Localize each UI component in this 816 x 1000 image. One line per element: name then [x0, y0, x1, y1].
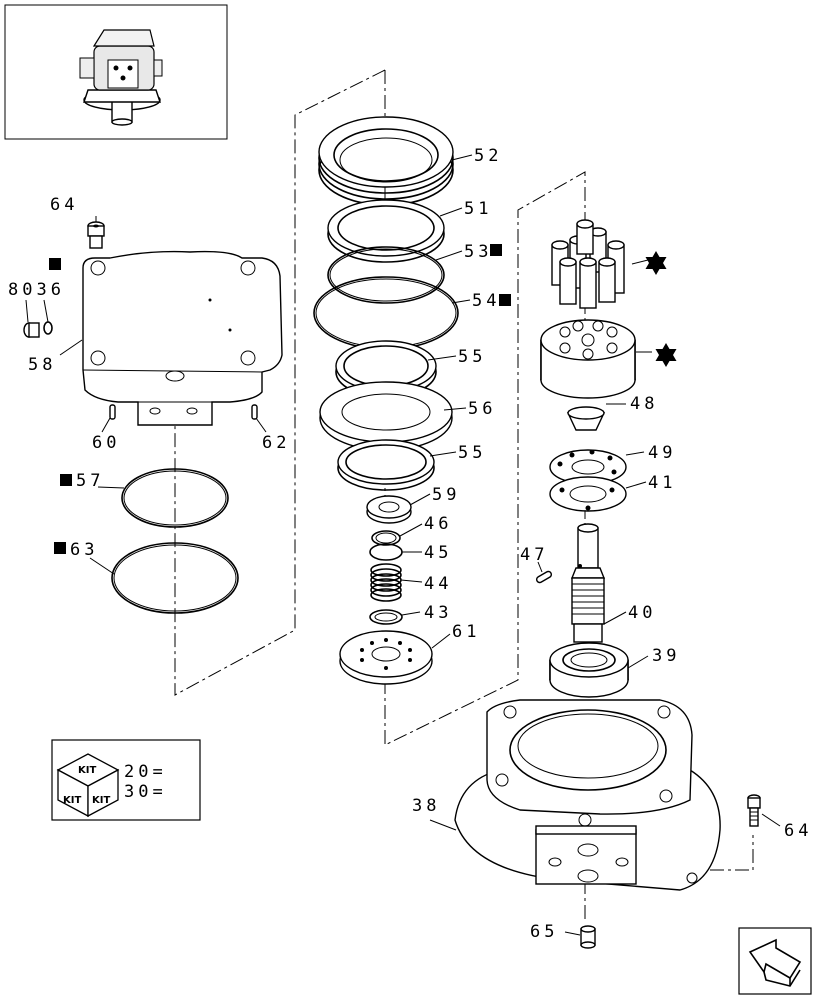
kit-text-top: KIT	[78, 765, 96, 776]
label-52: 52	[474, 146, 502, 166]
label-45: 45	[424, 543, 452, 563]
label-54: 54	[472, 291, 500, 311]
label-51: 51	[464, 199, 492, 219]
part-44-spring[interactable]	[370, 563, 402, 602]
kit-legend: KIT KIT KIT 20= 30=	[51, 739, 201, 821]
kit-legend-square-text: 20=	[124, 762, 167, 782]
piston-set[interactable]	[551, 219, 625, 309]
label-56: 56	[468, 399, 496, 419]
part-8036-plug[interactable]	[23, 321, 53, 338]
part-52-seal[interactable]	[318, 116, 454, 206]
part-59-bearing[interactable]	[366, 495, 412, 524]
label-61: 61	[452, 622, 480, 642]
label-41: 41	[648, 473, 676, 493]
label-8036: 8036	[8, 280, 65, 300]
label-60: 60	[92, 433, 120, 453]
part-45-ring[interactable]	[369, 543, 403, 561]
part-48-retainer[interactable]	[566, 406, 606, 431]
label-57: 57	[76, 471, 104, 491]
part-54-o-ring[interactable]	[313, 276, 459, 350]
kit-box-icon: KIT KIT KIT	[56, 753, 120, 818]
assembly-thumbnail[interactable]	[4, 4, 228, 140]
part-61-plate[interactable]	[339, 630, 433, 685]
label-62: 62	[262, 433, 290, 453]
kit-text-right: KIT	[92, 795, 110, 806]
part-60-pin[interactable]	[109, 404, 116, 420]
part-55-ring-lower[interactable]	[337, 439, 435, 491]
part-63-o-ring[interactable]	[111, 542, 239, 614]
part-55-ring-upper[interactable]	[335, 340, 437, 398]
label-58: 58	[28, 355, 56, 375]
part-62-pin[interactable]	[251, 404, 258, 420]
leader-lines	[25, 154, 781, 936]
label-55-upper: 55	[458, 347, 486, 367]
label-64-top: 64	[50, 195, 78, 215]
part-64-bolt-right[interactable]	[747, 794, 761, 827]
part-41-plate[interactable]	[549, 476, 627, 512]
label-44: 44	[424, 574, 452, 594]
part-46-ring[interactable]	[371, 530, 401, 546]
label-43: 43	[424, 603, 452, 623]
kit-legend-star-text: 30=	[124, 782, 167, 802]
label-49: 49	[648, 443, 676, 463]
part-39-bearing[interactable]	[549, 642, 629, 698]
part-51-ring[interactable]	[327, 199, 445, 263]
kit-text-left: KIT	[63, 795, 81, 806]
part-58-cover[interactable]	[82, 250, 283, 426]
label-63: 63	[70, 540, 98, 560]
part-40-shaft[interactable]	[570, 523, 606, 643]
part-47-key[interactable]	[535, 570, 553, 584]
part-64-bolt-top[interactable]	[87, 221, 105, 249]
label-55-lower: 55	[458, 443, 486, 463]
part-65-plug[interactable]	[580, 925, 596, 949]
label-59: 59	[432, 485, 460, 505]
label-48: 48	[630, 394, 658, 414]
part-labels: 52 51 53 54 55 56 55 59 46 45 44 43 61 6…	[8, 146, 812, 942]
navigation-arrow-icon[interactable]	[738, 927, 812, 995]
label-65: 65	[530, 922, 558, 942]
part-38-housing[interactable]	[454, 699, 721, 891]
part-57-o-ring[interactable]	[121, 468, 229, 528]
label-39: 39	[652, 646, 680, 666]
part-56-plate[interactable]	[319, 381, 453, 451]
label-38: 38	[412, 796, 440, 816]
cylinder-block[interactable]	[540, 319, 636, 399]
label-53: 53	[464, 242, 492, 262]
label-46: 46	[424, 514, 452, 534]
part-43-ring[interactable]	[369, 609, 403, 625]
part-53-o-ring[interactable]	[327, 246, 445, 304]
label-47: 47	[520, 545, 548, 565]
label-40: 40	[628, 603, 656, 623]
label-64-right: 64	[784, 821, 812, 841]
